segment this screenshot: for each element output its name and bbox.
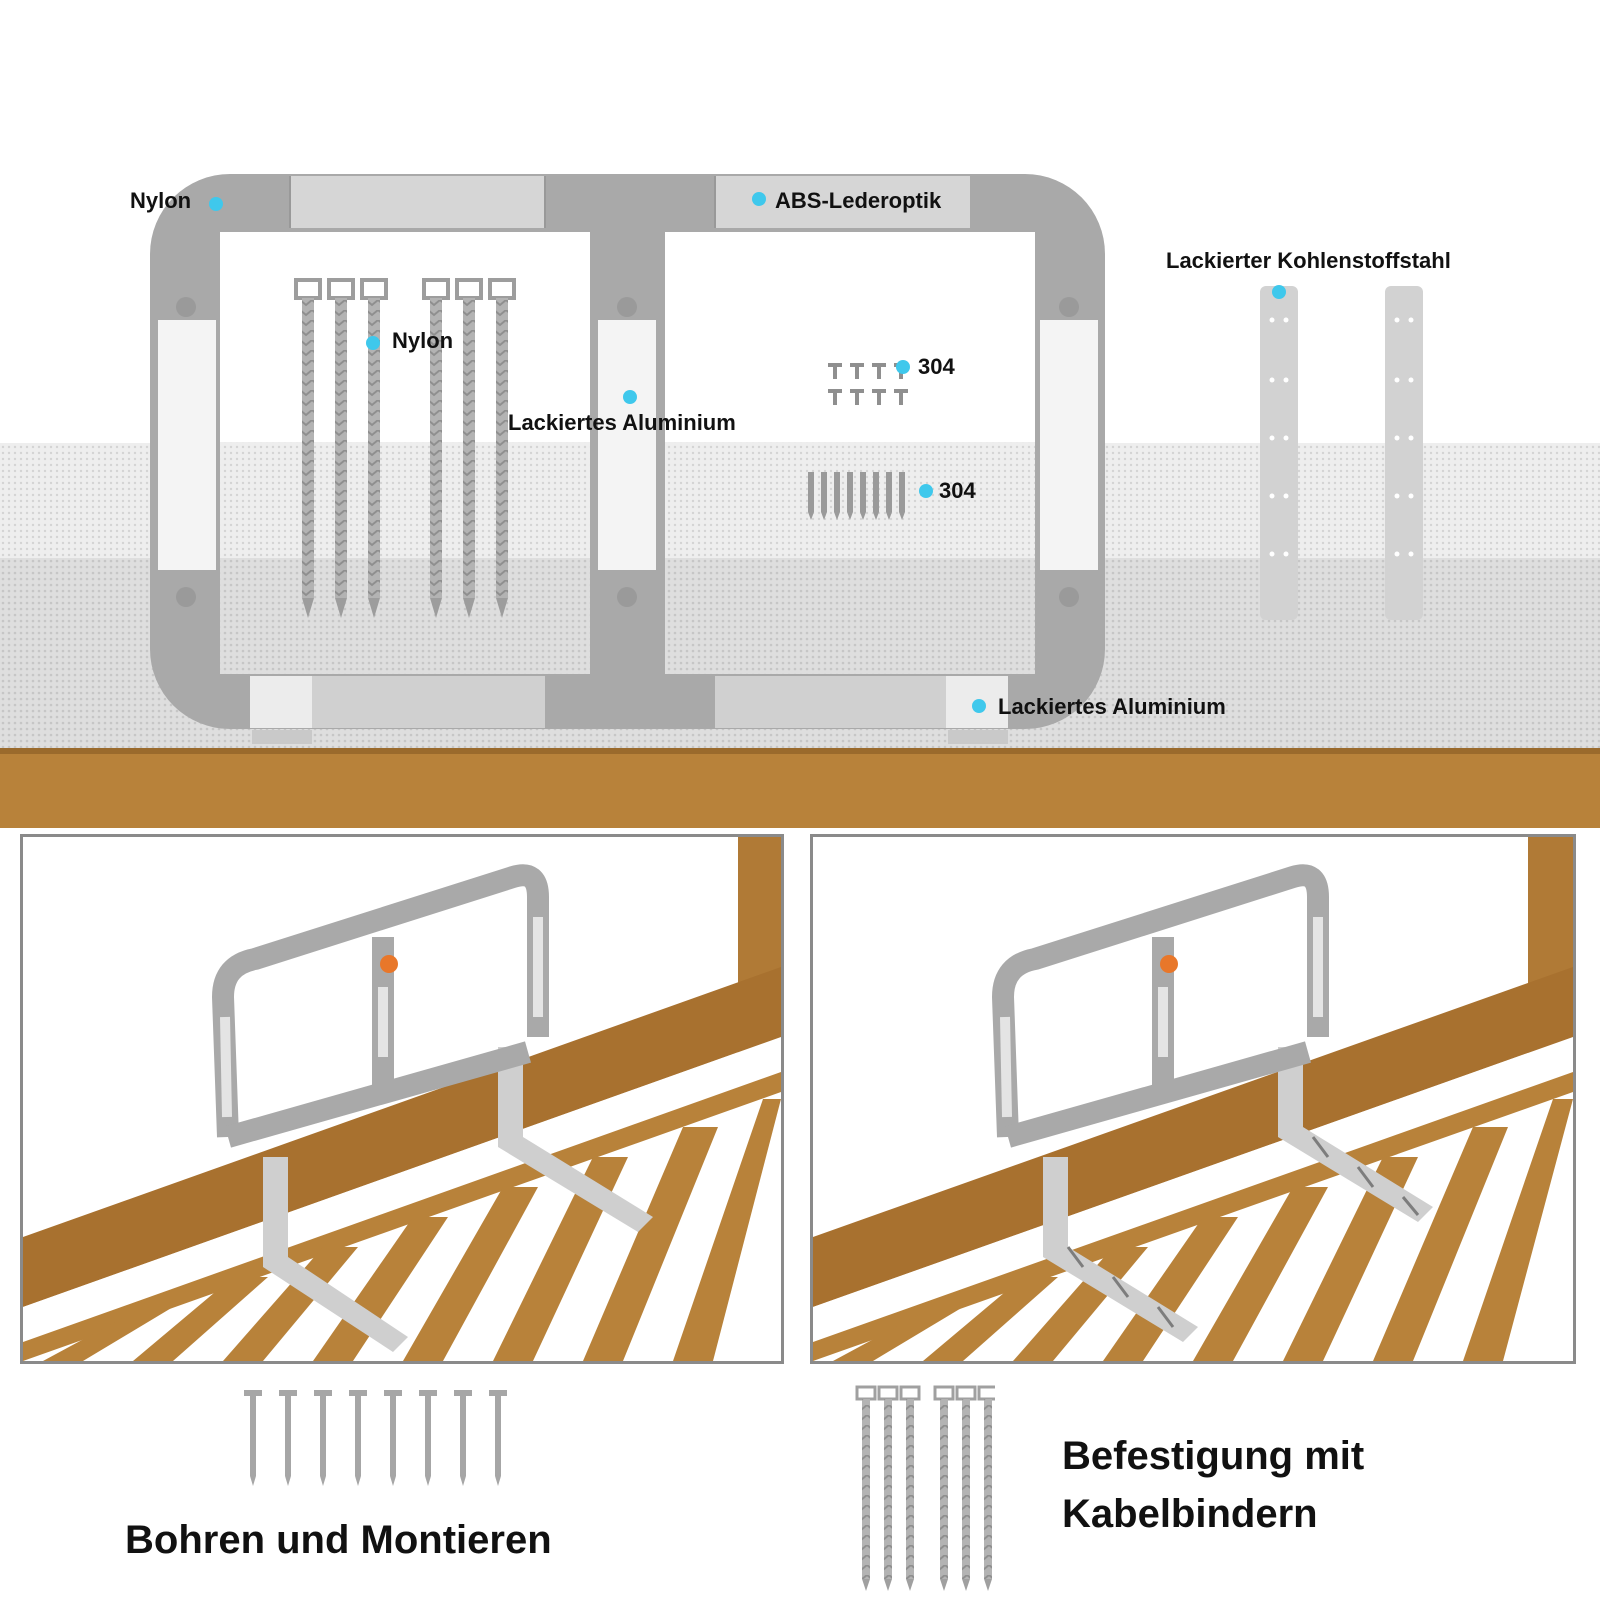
slats: [23, 1072, 781, 1361]
marker-dot: [919, 484, 933, 498]
bed-rail-frame: [150, 174, 1105, 744]
marker-dot: [972, 699, 986, 713]
steel-brackets: [1260, 286, 1423, 620]
label-nylon-top: Nylon: [130, 188, 192, 213]
long-screws-group: [808, 472, 905, 520]
drill-mount-illustration: [23, 837, 781, 1361]
screws-row-bottom: [240, 1390, 520, 1490]
caption-drill-mount: Bohren und Montieren: [125, 1518, 552, 1562]
marker-dot: [1272, 285, 1286, 299]
marker-dot: [366, 336, 380, 350]
knob: [1160, 955, 1178, 973]
cable-ties-group: [294, 278, 516, 620]
label-aluminium-middle: Lackiertes Aluminium: [508, 410, 736, 435]
panel-drill-mount: [20, 834, 784, 1364]
bed-board: [0, 748, 1600, 828]
panel-cable-tie-mount: [810, 834, 1576, 1364]
cable-ties-bottom: [855, 1385, 995, 1595]
short-screws-group: [828, 363, 908, 405]
label-nylon-ties: Nylon: [392, 328, 454, 353]
label-304-b: 304: [939, 478, 976, 503]
caption-cable-ties-line2: Kabelbindern: [1062, 1492, 1318, 1536]
label-aluminium-bottom: Lackiertes Aluminium: [998, 694, 1226, 719]
marker-dot: [752, 192, 766, 206]
hero-section: Nylon ABS-Lederoptik Nylon Lackiertes Al…: [0, 174, 1600, 828]
knob: [380, 955, 398, 973]
cable-tie-mount-illustration: [813, 837, 1573, 1361]
marker-dot: [896, 360, 910, 374]
label-abs: ABS-Lederoptik: [775, 188, 942, 213]
label-steel: Lackierter Kohlenstoffstahl: [1166, 248, 1451, 273]
hero-illustration: [0, 174, 1600, 828]
marker-dot: [623, 390, 637, 404]
marker-dot: [209, 197, 223, 211]
caption-cable-ties-line1: Befestigung mit: [1062, 1434, 1365, 1478]
label-304-a: 304: [918, 354, 955, 379]
